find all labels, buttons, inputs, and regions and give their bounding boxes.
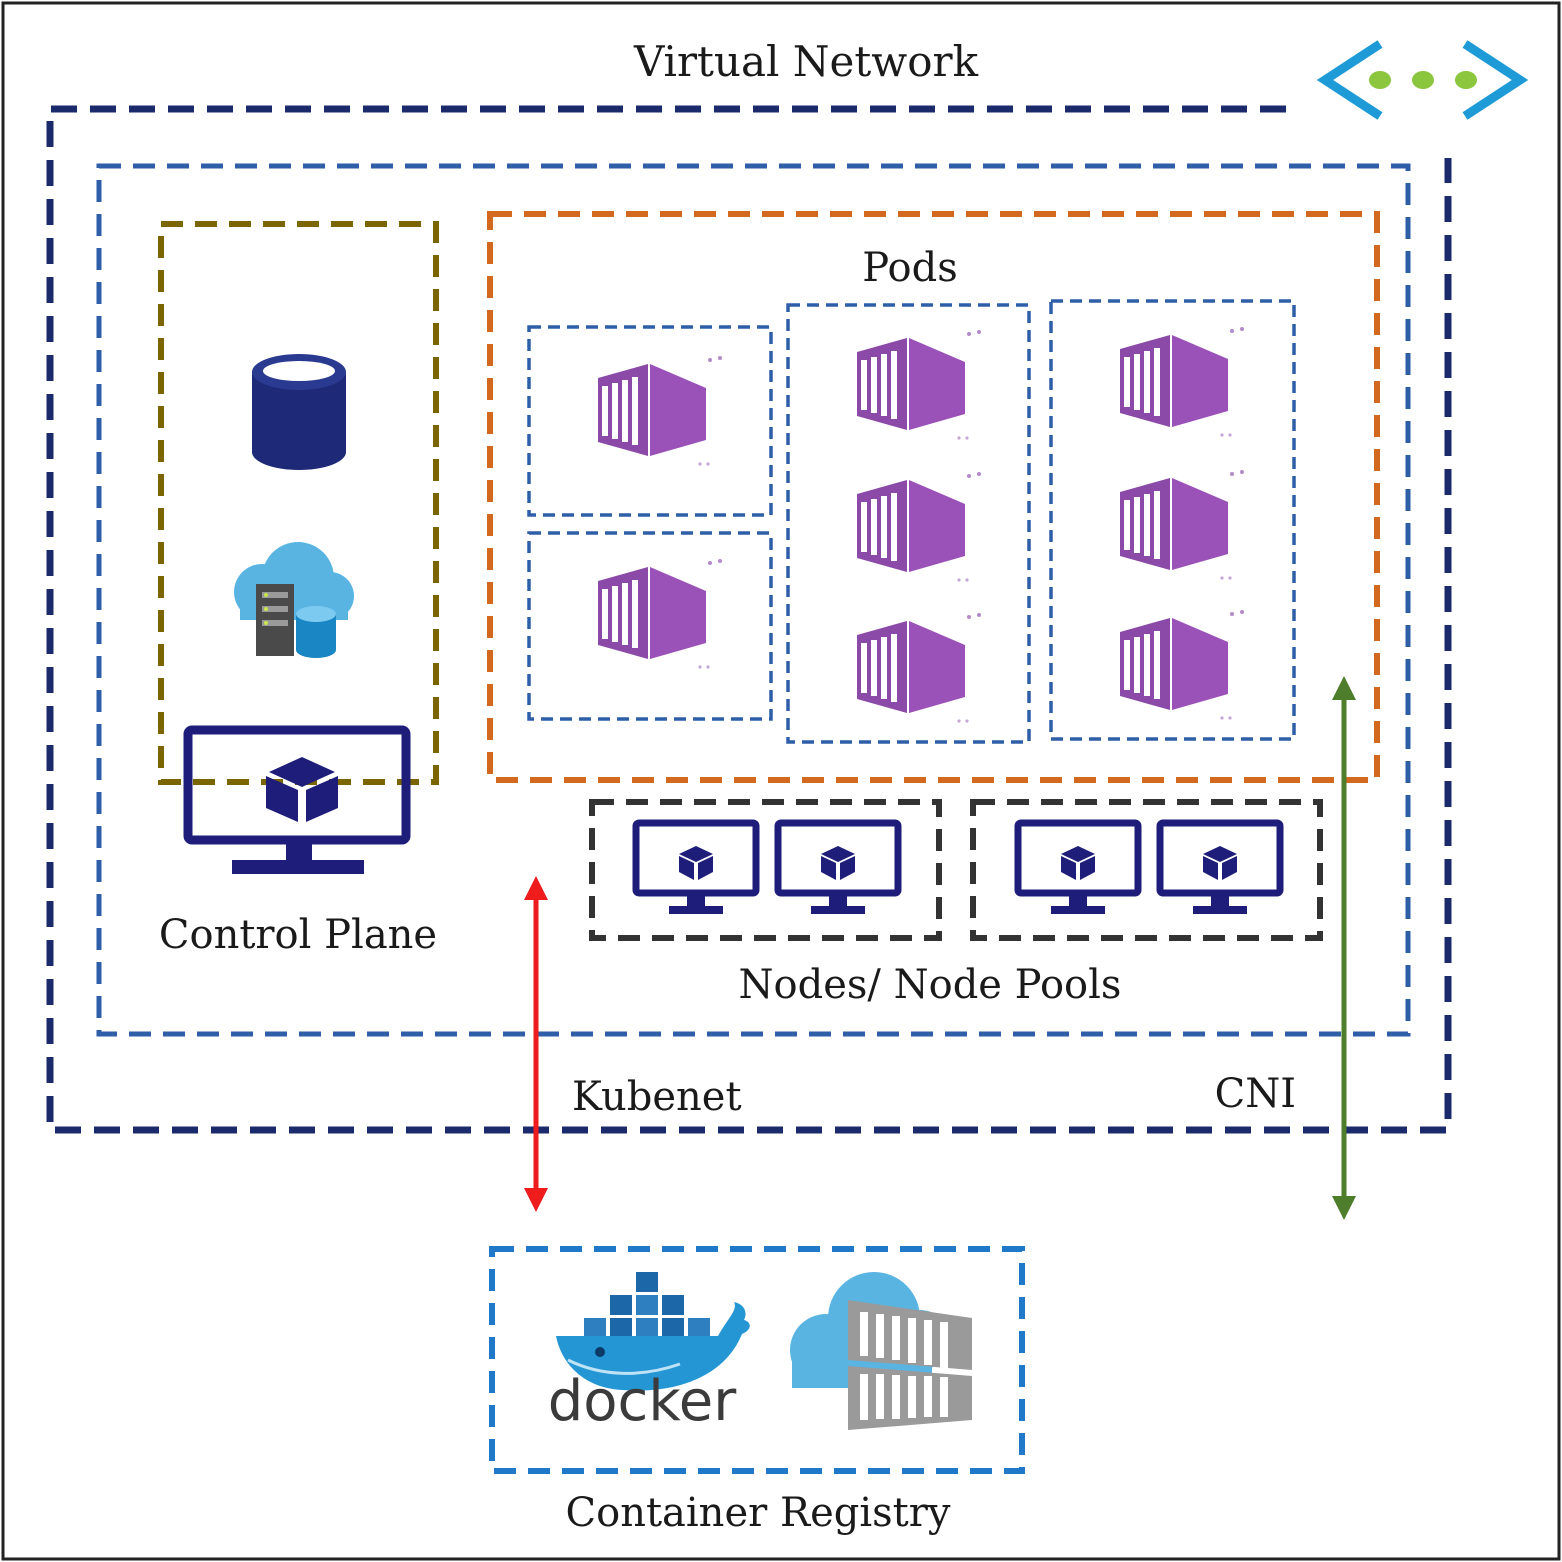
cni-label: CNI bbox=[1215, 1071, 1296, 1117]
container-icon bbox=[857, 613, 981, 723]
pod-box bbox=[1049, 299, 1296, 741]
cloud-server-icon bbox=[234, 542, 354, 658]
pod-box bbox=[527, 325, 773, 517]
container-registry-label: Container Registry bbox=[566, 1490, 951, 1536]
pod-box bbox=[527, 531, 773, 721]
virtual-network-boundary bbox=[46, 105, 1452, 1134]
node-monitor-icon bbox=[636, 823, 756, 914]
kubenet-arrow bbox=[524, 876, 548, 1212]
virtual-network-title: Virtual Network bbox=[633, 37, 979, 86]
nodes-label: Nodes/ Node Pools bbox=[739, 962, 1122, 1008]
container-icon bbox=[598, 356, 722, 466]
docker-whale-icon bbox=[556, 1272, 750, 1391]
monitor-icon bbox=[183, 725, 411, 874]
container-registry-icon bbox=[790, 1272, 972, 1430]
virtual-network-icon bbox=[1316, 40, 1529, 120]
pods-boundary bbox=[487, 211, 1380, 783]
cni-arrow bbox=[1332, 676, 1356, 1220]
pods-label: Pods bbox=[862, 245, 958, 291]
kubenet-label: Kubenet bbox=[572, 1074, 742, 1120]
node-monitor-icon bbox=[1018, 823, 1138, 914]
control-plane-label: Control Plane bbox=[159, 912, 437, 958]
control-plane-boundary bbox=[158, 221, 439, 785]
database-icon bbox=[252, 354, 346, 470]
container-icon bbox=[598, 559, 722, 669]
container-icon bbox=[857, 330, 981, 440]
node-monitor-icon bbox=[778, 823, 898, 914]
container-icon bbox=[857, 472, 981, 582]
node-monitor-icon bbox=[1160, 823, 1280, 914]
container-icon bbox=[1120, 327, 1244, 437]
container-icon bbox=[1120, 470, 1244, 580]
container-icon bbox=[1120, 610, 1244, 720]
pod-box bbox=[786, 303, 1031, 744]
docker-wordmark: docker bbox=[548, 1369, 737, 1434]
cluster-boundary bbox=[96, 163, 1411, 1037]
node-pool-box bbox=[589, 799, 942, 941]
node-pool-box bbox=[970, 799, 1323, 941]
